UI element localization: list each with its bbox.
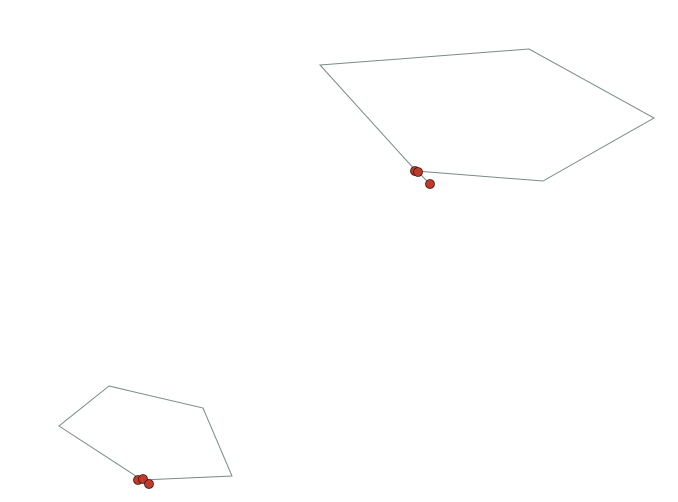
pentagon-lower xyxy=(58,385,233,481)
marker-dot xyxy=(413,167,423,177)
pentagon-upper xyxy=(318,48,656,182)
marker-dot xyxy=(425,179,435,189)
shape-group-lower xyxy=(58,385,233,489)
shape-group-upper xyxy=(318,48,656,189)
marker-dot xyxy=(144,479,154,489)
